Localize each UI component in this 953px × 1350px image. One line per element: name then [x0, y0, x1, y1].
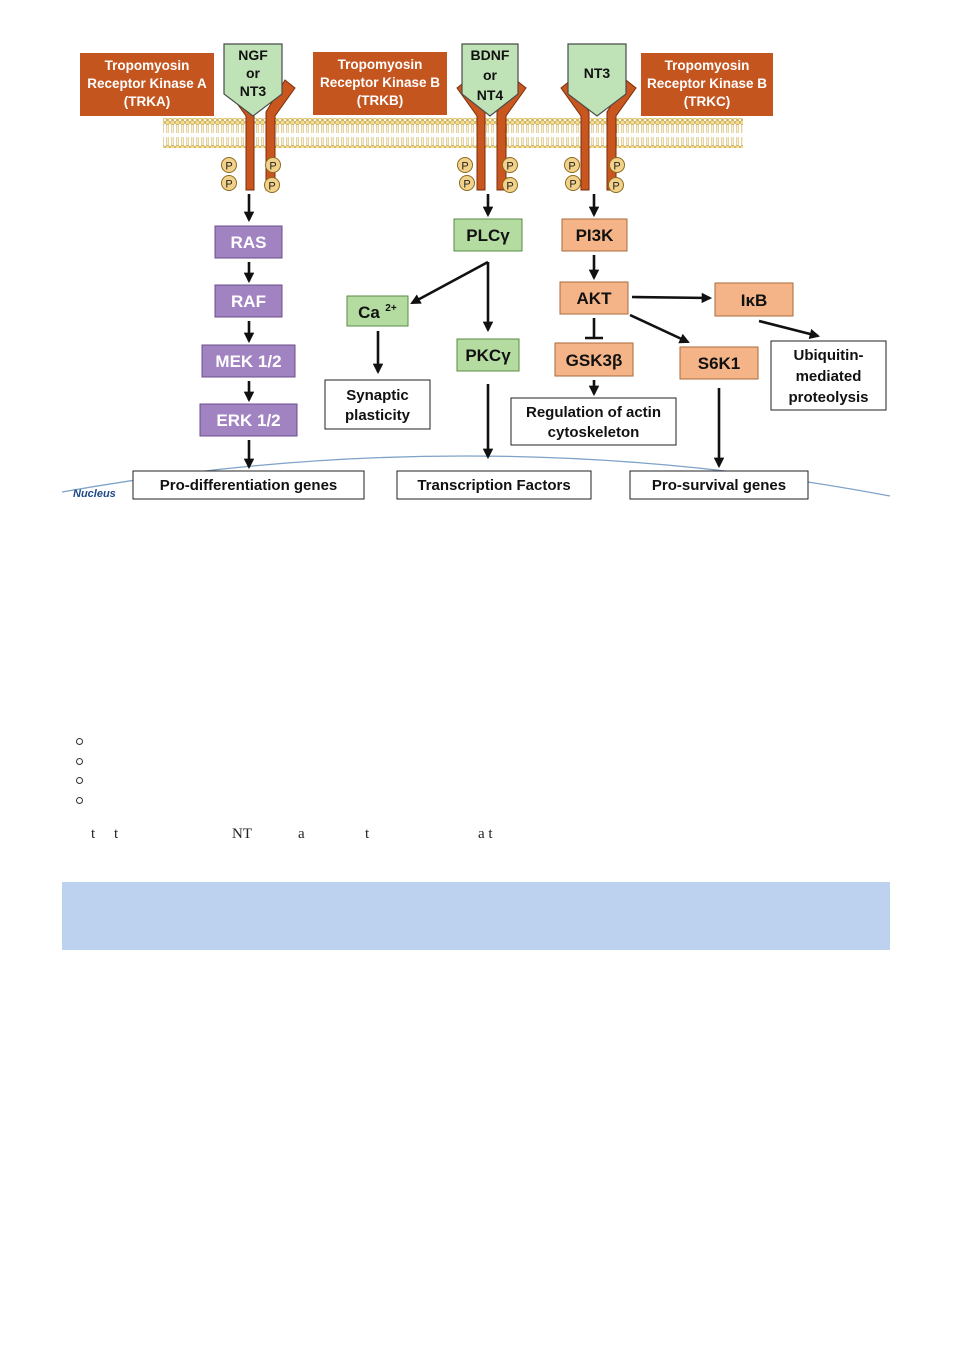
- svg-text:2+: 2+: [385, 303, 397, 314]
- trka-receptor-label: Tropomyosin Receptor Kinase A (TRKA): [80, 53, 214, 116]
- svg-text:(TRKC): (TRKC): [684, 94, 731, 109]
- highlight-band: [62, 882, 890, 950]
- trkc-receptor-label: Tropomyosin Receptor Kinase B (TRKC): [641, 53, 773, 116]
- trkb-phospho-sites: P P P P: [457, 157, 518, 193]
- svg-text:P: P: [225, 161, 232, 173]
- svg-text:S6K1: S6K1: [698, 354, 741, 373]
- svg-text:Ubiquitin-: Ubiquitin-: [794, 347, 864, 364]
- svg-text:Synaptic: Synaptic: [346, 387, 409, 404]
- svg-text:Transcription Factors: Transcription Factors: [417, 477, 570, 494]
- svg-text:P: P: [268, 181, 275, 193]
- trk-signaling-diagram: Nucleus Tropomyosin Receptor Kinase A (T…: [61, 43, 891, 500]
- svg-text:or: or: [246, 65, 261, 81]
- plc-node: PLCγ: [453, 218, 523, 252]
- svg-text:P: P: [506, 181, 513, 193]
- pro-survival-genes-box: Pro-survival genes: [629, 470, 809, 500]
- pro-differentiation-genes-box: Pro-differentiation genes: [132, 470, 365, 500]
- svg-text:(TRKB): (TRKB): [357, 93, 404, 108]
- svg-text:IκB: IκB: [741, 291, 767, 310]
- gsk3b-node: GSK3β: [554, 342, 634, 377]
- svg-text:RAF: RAF: [231, 292, 266, 311]
- actin-regulation-box: Regulation of actin cytoskeleton: [510, 397, 677, 446]
- svg-text:Pro-survival genes: Pro-survival genes: [652, 477, 786, 494]
- svg-text:P: P: [569, 179, 576, 191]
- svg-text:proteolysis: proteolysis: [788, 389, 868, 406]
- erk-node: ERK 1/2: [199, 403, 298, 437]
- svg-text:Tropomyosin: Tropomyosin: [665, 58, 750, 73]
- svg-text:NT3: NT3: [584, 65, 611, 81]
- mek-node: MEK 1/2: [201, 344, 296, 378]
- svg-text:MEK 1/2: MEK 1/2: [215, 352, 281, 371]
- svg-text:P: P: [506, 161, 513, 173]
- calcium-node: Ca 2+: [346, 295, 409, 327]
- svg-text:Receptor Kinase A: Receptor Kinase A: [87, 76, 207, 91]
- svg-text:(TRKA): (TRKA): [124, 94, 171, 109]
- svg-text:NGF: NGF: [238, 47, 268, 63]
- text-fragment: NT: [232, 826, 252, 842]
- svg-text:PI3K: PI3K: [576, 226, 615, 245]
- svg-text:ERK 1/2: ERK 1/2: [216, 411, 280, 430]
- trka-receptor: NGF or NT3: [223, 43, 296, 191]
- svg-text:GSK3β: GSK3β: [566, 351, 623, 370]
- pi3k-node: PI3K: [561, 218, 628, 252]
- svg-text:P: P: [568, 161, 575, 173]
- text-fragment: t: [365, 826, 370, 842]
- svg-text:or: or: [483, 67, 498, 83]
- raf-node: RAF: [214, 284, 283, 318]
- svg-text:mediated: mediated: [796, 368, 862, 385]
- svg-text:P: P: [225, 179, 232, 191]
- ikb-node: IκB: [714, 282, 794, 317]
- svg-text:cytoskeleton: cytoskeleton: [548, 424, 640, 441]
- svg-text:Receptor Kinase B: Receptor Kinase B: [647, 76, 767, 91]
- pathway-arrows: [243, 194, 821, 470]
- text-fragment: a t: [478, 826, 493, 842]
- ras-node: RAS: [214, 225, 283, 259]
- svg-text:BDNF: BDNF: [471, 47, 510, 63]
- ubiquitin-proteolysis-box: Ubiquitin- mediated proteolysis: [770, 340, 887, 411]
- svg-text:NT4: NT4: [477, 87, 504, 103]
- synaptic-plasticity-box: Synaptic plasticity: [324, 379, 431, 430]
- text-fragment: a: [298, 826, 305, 842]
- svg-text:P: P: [613, 161, 620, 173]
- pkc-node: PKCγ: [456, 338, 520, 372]
- svg-text:Pro-differentiation genes: Pro-differentiation genes: [160, 477, 338, 494]
- transcription-factors-box: Transcription Factors: [396, 470, 592, 500]
- svg-text:Tropomyosin: Tropomyosin: [105, 58, 190, 73]
- svg-text:Ca: Ca: [358, 303, 380, 322]
- svg-text:PKCγ: PKCγ: [465, 346, 511, 365]
- trkc-phospho-sites: P P P P: [564, 157, 625, 193]
- svg-text:P: P: [463, 179, 470, 191]
- svg-text:Tropomyosin: Tropomyosin: [338, 57, 423, 72]
- text-fragment: t: [91, 826, 96, 842]
- text-fragment: t: [114, 826, 119, 842]
- text-fragment-line: t t NT a t a t: [0, 826, 953, 846]
- svg-text:P: P: [269, 161, 276, 173]
- trkb-receptor-label: Tropomyosin Receptor Kinase B (TRKB): [313, 52, 447, 115]
- svg-text:P: P: [461, 161, 468, 173]
- svg-text:PLCγ: PLCγ: [466, 226, 510, 245]
- s6k1-node: S6K1: [679, 346, 759, 380]
- svg-text:Receptor Kinase B: Receptor Kinase B: [320, 75, 440, 90]
- svg-text:Regulation of actin: Regulation of actin: [526, 404, 661, 421]
- akt-node: AKT: [559, 281, 629, 315]
- cell-membrane: [163, 118, 743, 148]
- svg-text:RAS: RAS: [231, 233, 267, 252]
- svg-text:NT3: NT3: [240, 83, 267, 99]
- svg-text:AKT: AKT: [577, 289, 613, 308]
- svg-text:plasticity: plasticity: [345, 407, 411, 424]
- nucleus-label: Nucleus: [73, 488, 116, 500]
- svg-text:P: P: [612, 181, 619, 193]
- trka-phospho-sites: P P P P: [221, 157, 281, 193]
